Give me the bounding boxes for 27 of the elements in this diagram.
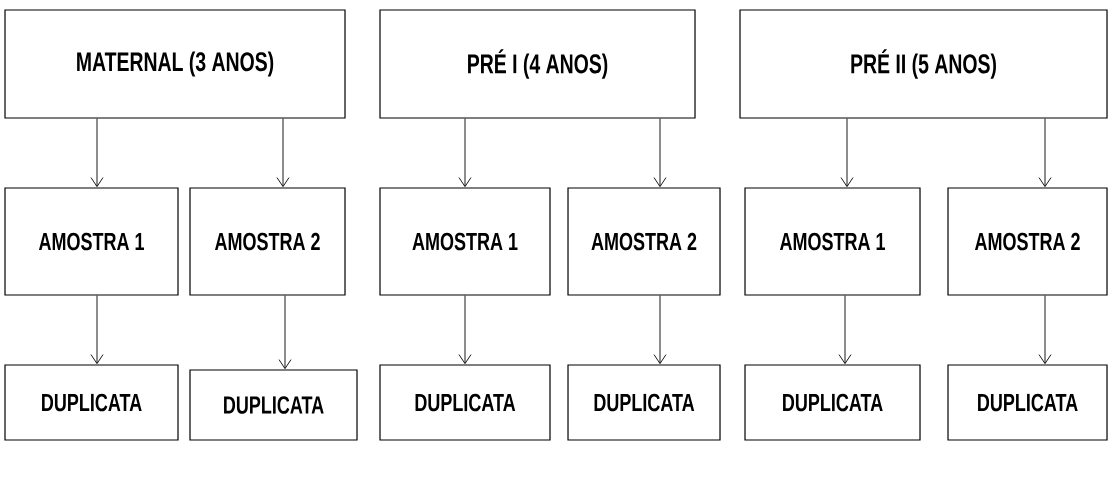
duplicate-box: DUPLICATA bbox=[567, 364, 721, 441]
arrow bbox=[1038, 118, 1052, 188]
sample-box: AMOSTRA 2 bbox=[947, 187, 1108, 296]
arrow bbox=[653, 295, 667, 365]
sample-box: AMOSTRA 2 bbox=[189, 187, 346, 296]
sample-box: AMOSTRA 1 bbox=[744, 187, 921, 296]
level-box: PRÉ II (5 ANOS) bbox=[739, 9, 1108, 119]
sample-box: AMOSTRA 1 bbox=[4, 187, 179, 296]
duplicate-box: DUPLICATA bbox=[189, 369, 358, 441]
arrow bbox=[278, 295, 292, 370]
duplicate-box: DUPLICATA bbox=[4, 364, 179, 441]
level-box: MATERNAL (3 ANOS) bbox=[4, 9, 346, 119]
duplicate-box: DUPLICATA bbox=[379, 364, 551, 441]
arrow bbox=[458, 295, 472, 365]
arrow bbox=[1038, 295, 1052, 365]
sample-box: AMOSTRA 1 bbox=[379, 187, 551, 296]
sample-box: AMOSTRA 2 bbox=[567, 187, 721, 296]
arrow bbox=[838, 295, 852, 365]
arrow bbox=[653, 118, 667, 188]
duplicate-box: DUPLICATA bbox=[947, 364, 1108, 441]
arrow bbox=[276, 118, 290, 188]
arrow bbox=[90, 118, 104, 188]
arrow bbox=[458, 118, 472, 188]
arrow bbox=[840, 118, 854, 188]
duplicate-box: DUPLICATA bbox=[744, 364, 921, 441]
arrow bbox=[90, 295, 104, 365]
level-box: PRÉ I (4 ANOS) bbox=[379, 9, 696, 119]
